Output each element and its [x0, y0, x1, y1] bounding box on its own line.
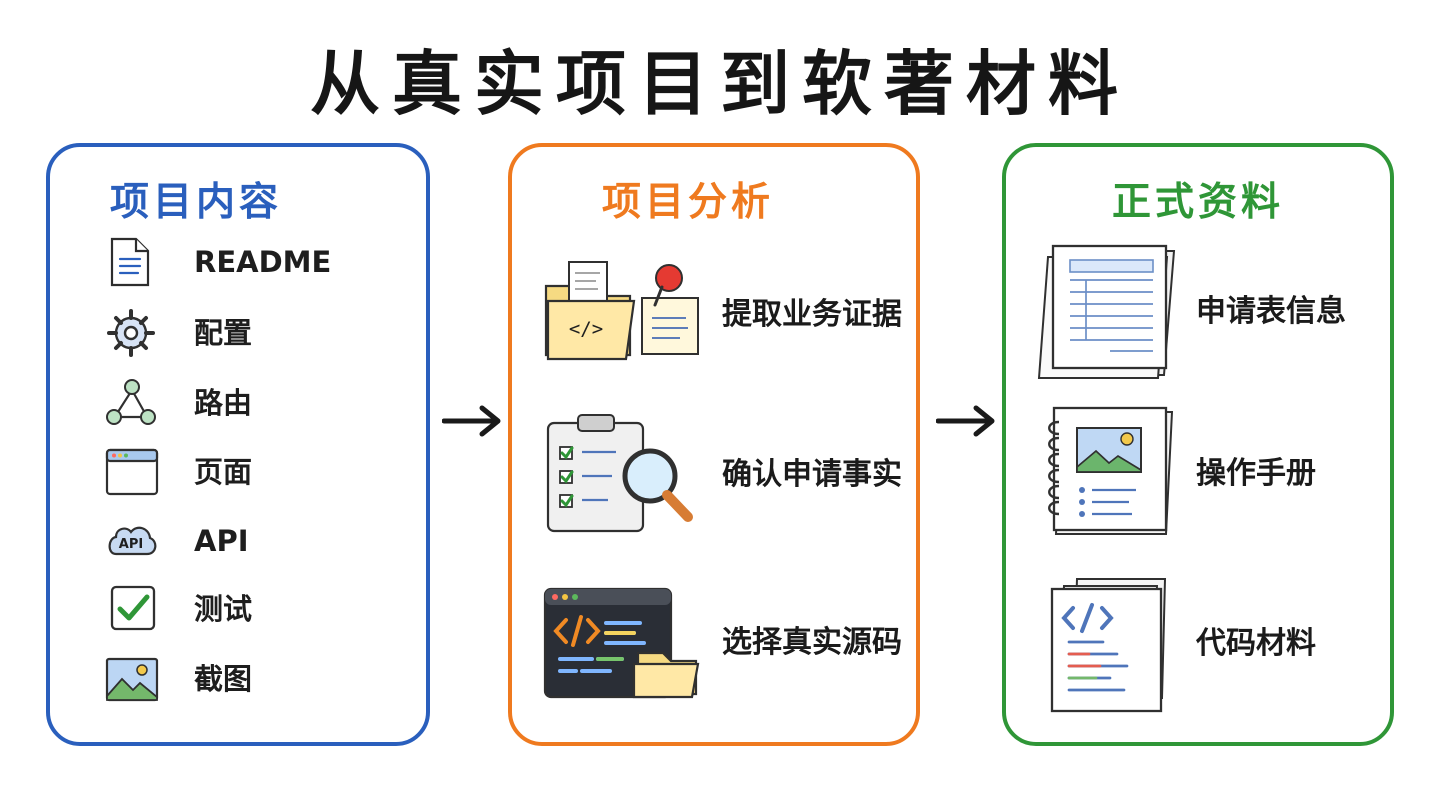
output-label: 操作手册 [1196, 456, 1316, 491]
list-item-label: 截图 [194, 662, 253, 696]
step-label: 确认申请事实 [722, 457, 902, 492]
panel-title: 正式资料 [1111, 180, 1284, 225]
browser-window-icon [102, 445, 162, 499]
list-item-label: 路由 [194, 386, 253, 420]
api-cloud-icon: API [102, 514, 162, 568]
step-label: 提取业务证据 [722, 297, 902, 332]
list-item-page: 页面 [102, 445, 382, 499]
list-item-label: README [194, 245, 332, 279]
output-label: 申请表信息 [1196, 294, 1346, 329]
panel-title: 项目分析 [601, 180, 774, 225]
list-item-label: 测试 [194, 592, 253, 626]
list-item-config: 配置 [102, 306, 382, 360]
project-content-panel: 项目内容 README 配置 [46, 143, 430, 746]
form-sheet-icon [1024, 242, 1184, 382]
right-arrow-icon [442, 404, 504, 438]
svg-text:API: API [119, 537, 143, 552]
material-output: 代码材料 [1024, 574, 1374, 714]
material-output: 申请表信息 [1024, 242, 1374, 382]
checkbox-icon [102, 582, 162, 636]
document-icon [102, 235, 162, 289]
image-icon [102, 652, 162, 706]
gear-icon [102, 306, 162, 360]
list-item-label: 页面 [194, 455, 253, 489]
list-item-label: API [194, 524, 249, 558]
clipboard-magnifier-icon [538, 413, 708, 538]
route-icon [102, 376, 162, 430]
analysis-step: 确认申请事实 [538, 413, 908, 538]
analysis-step: </> 提取业务证据 [538, 253, 908, 378]
step-label: 选择真实源码 [722, 625, 902, 660]
analysis-step: 选择真实源码 [538, 581, 908, 706]
material-output: 操作手册 [1024, 404, 1374, 544]
svg-text:</>: </> [569, 318, 603, 340]
list-item-route: 路由 [102, 376, 382, 430]
panel-title: 项目内容 [109, 180, 282, 225]
formal-materials-panel: 正式资料 申请表信息 [1002, 143, 1394, 746]
list-item-readme: README [102, 235, 382, 289]
folder-code-note-icon: </> [538, 253, 708, 378]
project-analysis-panel: 项目分析 </> 提取业务证据 [508, 143, 920, 746]
list-item-label: 配置 [194, 316, 253, 350]
code-pages-icon [1024, 574, 1184, 714]
list-item-test: 测试 [102, 582, 382, 636]
list-item-screenshot: 截图 [102, 652, 382, 706]
code-window-folder-icon [538, 581, 708, 706]
page-title: 从真实项目到软著材料 [310, 43, 1130, 125]
output-label: 代码材料 [1196, 626, 1316, 661]
right-arrow-icon [936, 404, 998, 438]
manual-icon [1024, 404, 1184, 544]
list-item-api: API API [102, 514, 382, 568]
